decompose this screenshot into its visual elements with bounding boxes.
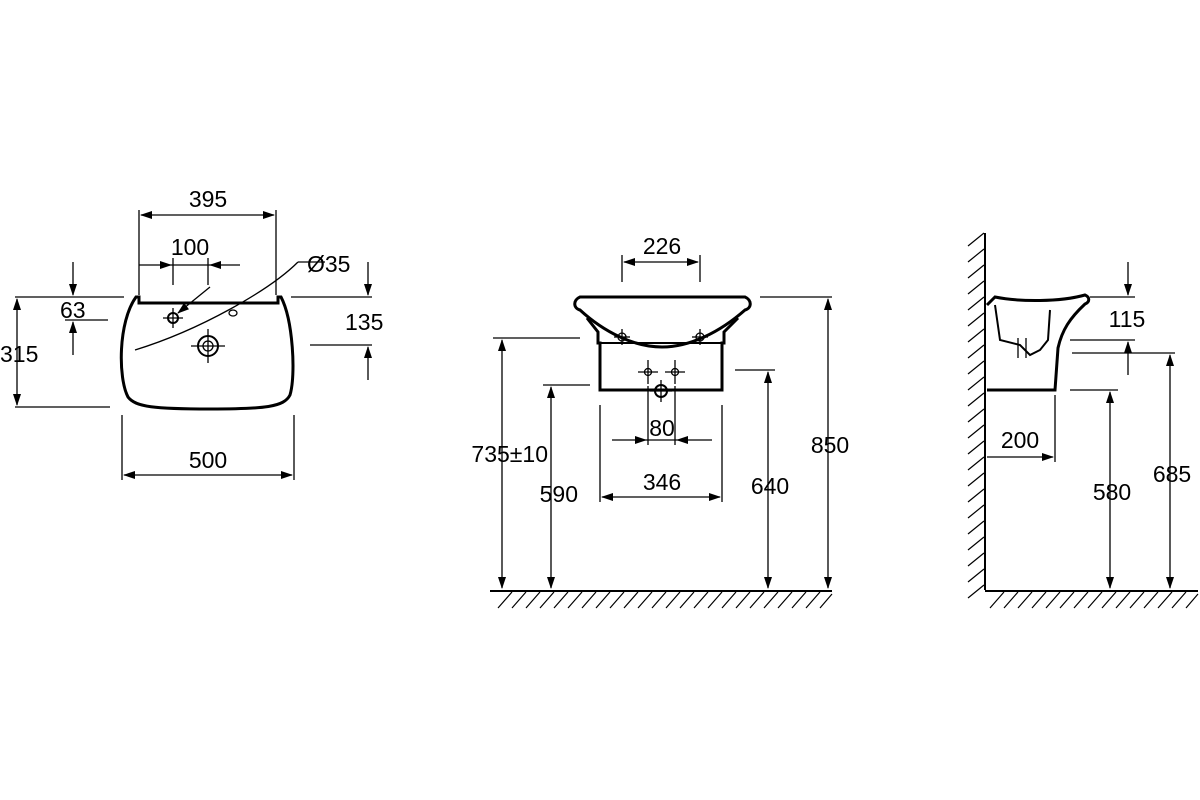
dim-315: 315 <box>0 341 38 367</box>
side-view: 115 200 580 685 <box>967 232 1199 609</box>
d35-leader <box>134 261 299 351</box>
dim-80: 80 <box>649 415 675 441</box>
basin-outline-front <box>573 295 752 349</box>
dim-115: 115 <box>1109 306 1146 332</box>
dim-226: 226 <box>643 233 681 259</box>
drain-hole <box>191 329 225 363</box>
dim-135: 135 <box>345 309 383 335</box>
basin-profile-side <box>985 293 1091 392</box>
basin-outline-top <box>119 295 295 411</box>
front-view: 226 80 346 735±10 590 640 850 <box>471 233 849 609</box>
dim-580: 580 <box>1093 479 1131 505</box>
dim-346: 346 <box>643 469 681 495</box>
top-view: 395 100 Ø35 63 135 315 500 <box>0 186 383 480</box>
dim-100: 100 <box>171 234 209 260</box>
fixing-holes-front <box>614 329 708 402</box>
wall-side <box>967 232 986 599</box>
dim-d35: Ø35 <box>307 251 350 277</box>
dim-63: 63 <box>60 297 86 323</box>
dim-685: 685 <box>1153 461 1191 487</box>
dim-590: 590 <box>540 481 578 507</box>
dim-735: 735±10 <box>471 441 548 467</box>
tap-hole <box>163 308 183 328</box>
overflow-hole <box>228 309 238 317</box>
dim-200: 200 <box>1001 427 1039 453</box>
pedestal-front <box>585 316 740 392</box>
floor-side <box>985 590 1199 609</box>
dim-850: 850 <box>811 432 849 458</box>
dim-500: 500 <box>189 447 227 473</box>
dim-640: 640 <box>751 473 789 499</box>
floor-front <box>490 590 833 609</box>
dim-395: 395 <box>189 186 227 212</box>
